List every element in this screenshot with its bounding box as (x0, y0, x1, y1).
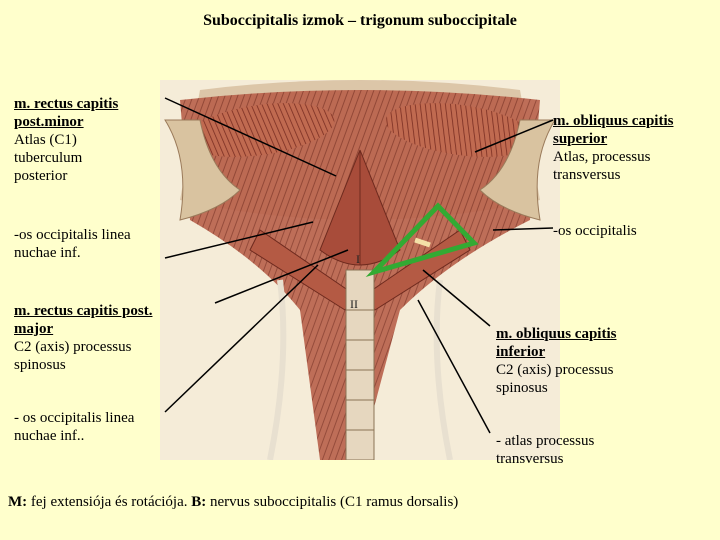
footer-b-text: nervus suboccipitalis (C1 ramus dorsalis… (206, 494, 459, 510)
label-rectus-capitis-major: m. rectus capitis post. major C2 (axis) … (14, 302, 174, 374)
label-line: -os occipitalis linea (14, 227, 131, 243)
label-heading: m. rectus capitis post.minor (14, 96, 119, 130)
label-line: transversus (553, 167, 621, 183)
label-atlas-processus: - atlas processus transversus (496, 432, 656, 468)
label-os-occipitalis: -os occipitalis (553, 222, 713, 240)
label-line: Atlas, processus (553, 149, 651, 165)
label-heading: m. rectus capitis post. major (14, 303, 153, 337)
label-line: C2 (axis) processus (14, 339, 132, 355)
label-line: spinosus (14, 357, 66, 373)
label-line: Atlas (C1) (14, 132, 77, 148)
vertebra-label-1: I (356, 252, 360, 266)
label-heading: m. obliquus capitis superior (553, 113, 674, 147)
label-line: posterior (14, 168, 68, 184)
label-rectus-capitis-minor: m. rectus capitis post.minor Atlas (C1) … (14, 95, 164, 185)
page-title: Suboccipitalis izmok – trigonum suboccip… (203, 12, 517, 29)
label-line: nuchae inf. (14, 245, 81, 261)
label-line: tuberculum (14, 150, 83, 166)
label-line: transversus (496, 451, 564, 467)
label-line: -os occipitalis (553, 223, 637, 239)
vertebra-label-2: II (350, 297, 358, 311)
label-line: - atlas processus (496, 433, 595, 449)
footer-m-text: fej extensiója és rotációja. (27, 494, 192, 510)
label-linea-nuchae-lower: - os occipitalis linea nuchae inf.. (14, 409, 174, 445)
label-linea-nuchae-left: -os occipitalis linea nuchae inf. (14, 226, 174, 262)
footer-m-label: M: (8, 494, 28, 510)
label-obliquus-capitis-inferior: m. obliquus capitis inferior C2 (axis) p… (496, 325, 656, 397)
footer-caption: M: fej extensiója és rotációja. B: nervu… (8, 494, 458, 511)
anatomy-figure: I II (160, 80, 560, 460)
label-heading: m. obliquus capitis inferior (496, 326, 617, 360)
label-line: spinosus (496, 380, 548, 396)
label-line: - os occipitalis linea (14, 410, 135, 426)
label-line: C2 (axis) processus (496, 362, 614, 378)
spine (345, 269, 375, 460)
footer-b-label: B: (191, 494, 207, 510)
label-obliquus-capitis-superior: m. obliquus capitis superior Atlas, proc… (553, 112, 718, 184)
label-line: nuchae inf.. (14, 428, 85, 444)
